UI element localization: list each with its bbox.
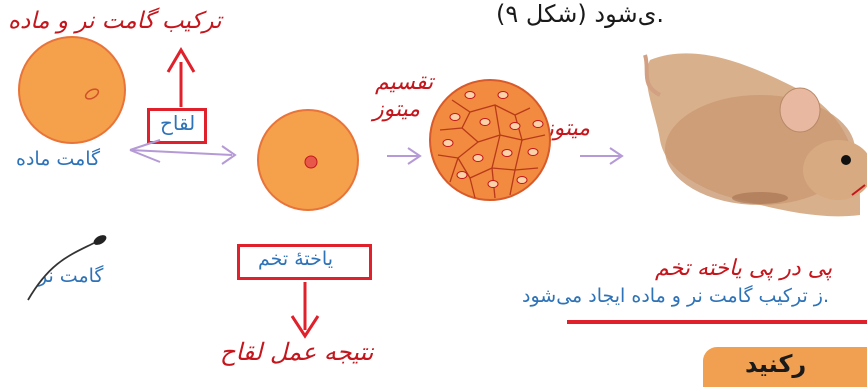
sperm-cell-icon — [28, 233, 108, 300]
egg-cell — [19, 37, 125, 143]
red-arrow-up — [168, 50, 194, 107]
morula-cell-cluster — [430, 80, 550, 200]
red-arrow-down — [292, 282, 318, 336]
zygote-cell — [258, 110, 358, 210]
mouse-photo — [645, 53, 867, 216]
